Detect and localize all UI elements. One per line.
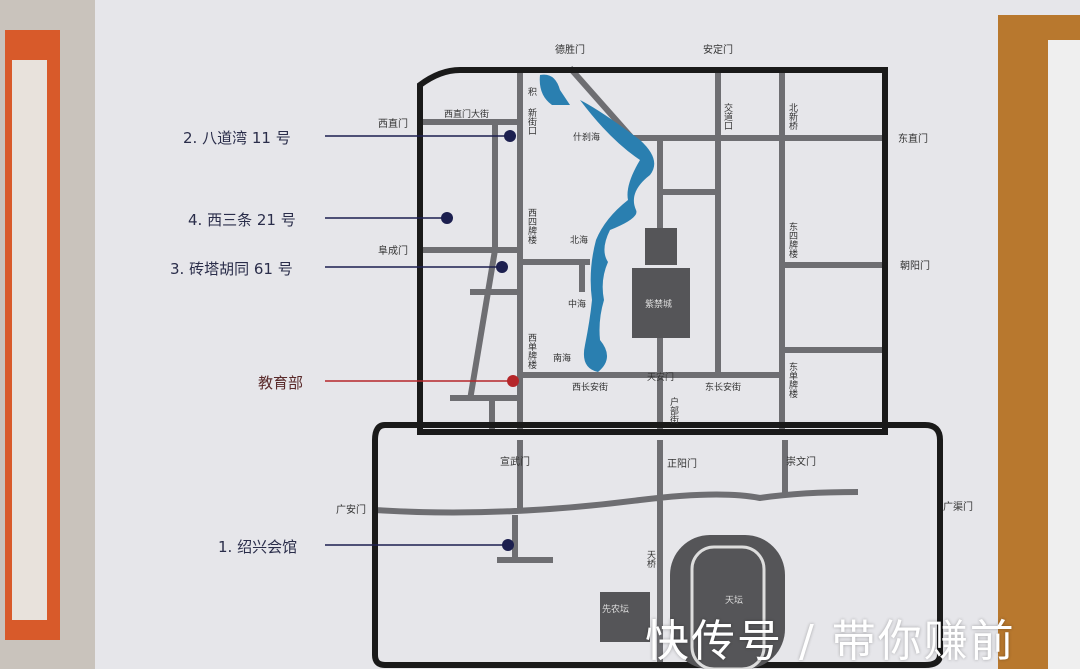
label-guanganmen: 广安门 — [336, 503, 366, 516]
legend-xisantiao: 4. 西三条 21 号 — [188, 211, 296, 229]
xiannongtan — [600, 592, 650, 642]
label-dongsi: 东四牌楼 — [787, 221, 798, 259]
inner-city-wall — [417, 67, 888, 435]
tiantan — [670, 535, 785, 669]
label-xizhimen: 西直门 — [378, 117, 408, 130]
legend-shaoxing: 1. 绍兴会馆 — [218, 538, 298, 556]
palace — [632, 268, 690, 338]
label-jiaodaokou: 交道口 — [722, 102, 733, 130]
watermark: 快传号 / 带你赚前 — [645, 616, 1016, 667]
label-dongdan: 东单牌楼 — [787, 361, 798, 399]
label-xichangan: 西长安街 — [572, 381, 608, 393]
outer-city-wall — [372, 422, 943, 668]
label-dongzhimen: 东直门 — [898, 132, 928, 145]
legend-jiaoyubu: 教育部 — [258, 374, 304, 392]
label-chongwenmen: 崇文门 — [786, 455, 816, 468]
label-xizhimen-street: 西直门大街 — [444, 108, 489, 120]
roads — [374, 66, 888, 665]
label-andingmen: 安定门 — [703, 43, 733, 56]
label-ji: 积 — [528, 86, 537, 98]
label-xinjiekou: 新街口 — [526, 107, 537, 135]
legend-zhuanta: 3. 砖塔胡同 61 号 — [170, 260, 293, 278]
label-zhonghai: 中海 — [568, 298, 586, 310]
label-xiannongtan: 先农坛 — [602, 603, 629, 615]
label-zijincheng: 紫禁城 — [645, 299, 672, 310]
label-shichahai: 什刹海 — [573, 131, 600, 143]
label-xuanwumen: 宣武门 — [500, 455, 530, 468]
label-tianqiao: 天桥 — [645, 550, 656, 569]
label-tiananmen: 天安门 — [647, 371, 674, 383]
label-zhengyangmen: 正阳门 — [667, 457, 697, 470]
label-deshengmen: 德胜门 — [555, 43, 585, 56]
label-hubu: 户部街 — [668, 396, 679, 425]
label-tiantan: 天坛 — [725, 595, 743, 606]
label-xisi: 西四牌楼 — [526, 208, 537, 245]
label-xidan: 西单牌楼 — [526, 333, 537, 370]
lake — [539, 74, 655, 373]
palace-north — [645, 228, 677, 265]
label-beixinqiao: 北新桥 — [787, 103, 798, 131]
label-guangqumen: 广渠门 — [943, 500, 973, 513]
label-beihai: 北海 — [570, 234, 588, 246]
label-chaoyangmen: 朝阳门 — [900, 259, 930, 272]
legend-badaowan: 2. 八道湾 11 号 — [183, 129, 291, 147]
label-dongchangan: 东长安街 — [705, 381, 741, 393]
label-nanhai: 南海 — [553, 352, 571, 364]
label-fuchengmen: 阜成门 — [378, 244, 408, 257]
